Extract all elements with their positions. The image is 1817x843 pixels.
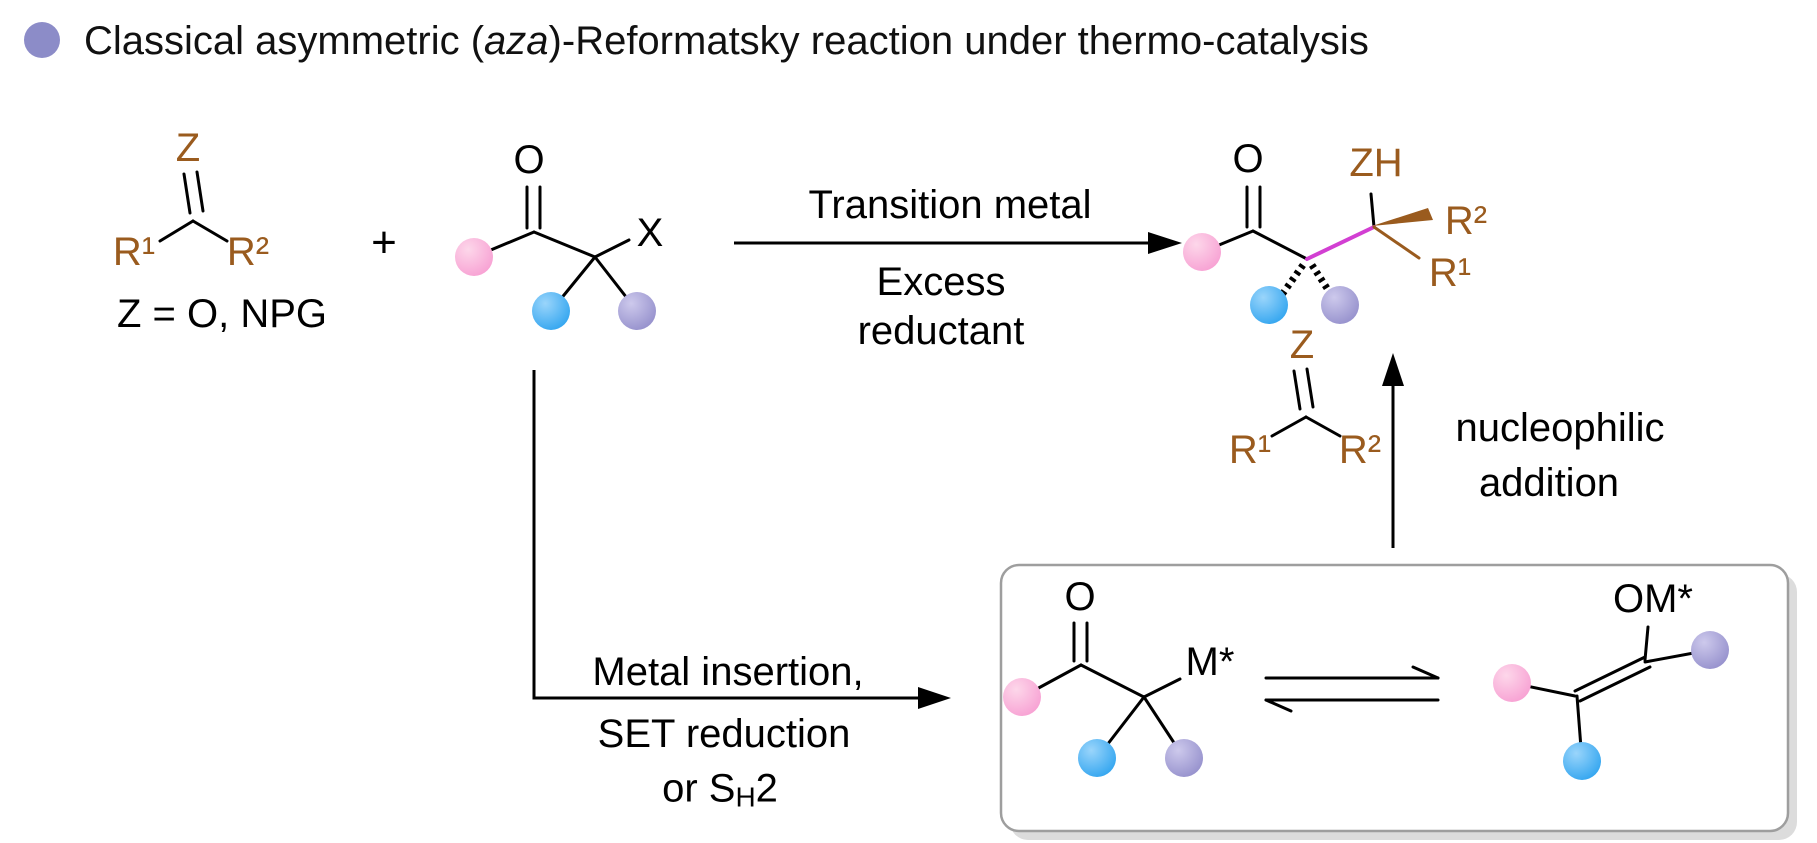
new-cc-bond-magenta xyxy=(1305,225,1376,261)
hashed-bond-to-blue xyxy=(1278,262,1306,299)
reactant-imine-bonds xyxy=(158,170,229,243)
up-arrow-text-1: nucleophilic xyxy=(1455,406,1665,450)
addend-r2-label: R² xyxy=(1338,428,1382,472)
pink-ball xyxy=(455,238,493,276)
addend-r1-label: R¹ xyxy=(1228,428,1272,472)
pink-ball xyxy=(1183,233,1221,271)
down-arrow xyxy=(532,370,951,709)
product-r2-label: R² xyxy=(1444,199,1488,243)
plus-sign: + xyxy=(371,218,397,267)
blue-ball xyxy=(1563,742,1601,780)
product-zh-label: ZH xyxy=(1349,141,1403,185)
hashed-bond-to-purple xyxy=(1309,263,1335,298)
title-italic: aza xyxy=(484,19,549,63)
imine-z-label: Z xyxy=(175,126,201,170)
sh2-post: 2 xyxy=(755,766,778,811)
pink-ball xyxy=(1493,664,1531,702)
down-arrow-text-2: SET reduction xyxy=(597,712,851,756)
blue-ball xyxy=(1078,739,1116,777)
title-suffix: )-Reformatsky reaction under thermo-cata… xyxy=(548,19,1369,63)
down-arrow-text-3: or SH2 xyxy=(662,768,778,811)
product-bonds xyxy=(1200,185,1376,261)
equilibrium-arrows xyxy=(1264,665,1440,713)
imine-r1-label: R¹ xyxy=(112,230,156,274)
sh2-subscript: H xyxy=(735,781,756,813)
z-definition: Z = O, NPG xyxy=(116,292,328,336)
purple-ball xyxy=(618,292,656,330)
wedge-bond-to-r2 xyxy=(1372,208,1433,226)
intermediate-metal-label: M* xyxy=(1185,640,1235,684)
purple-ball xyxy=(1165,739,1203,777)
product-carbonyl-o-label: O xyxy=(1232,137,1264,181)
bullet-icon xyxy=(24,22,60,58)
halide-x-label: X xyxy=(636,211,664,255)
arrow-condition-bottom-2: reductant xyxy=(857,309,1025,353)
sh2-pre: or S xyxy=(662,766,736,811)
main-arrowhead xyxy=(1148,232,1182,254)
main-arrow xyxy=(734,232,1182,254)
up-arrow-text-2: addition xyxy=(1478,461,1620,505)
figure-title: Classical asymmetric (aza)-Reformatsky r… xyxy=(84,19,1369,63)
imine-r2-label: R² xyxy=(226,230,270,274)
up-arrow xyxy=(1382,353,1404,548)
purple-ball xyxy=(1691,631,1729,669)
up-arrowhead xyxy=(1382,353,1404,386)
intermediate-o-label: O xyxy=(1064,575,1096,619)
halide-carbonyl-o-label: O xyxy=(513,138,545,182)
blue-ball xyxy=(532,292,570,330)
reactant-halide-bonds xyxy=(472,185,639,313)
product-r1-label: R¹ xyxy=(1428,251,1472,295)
title-prefix: Classical asymmetric ( xyxy=(84,19,485,63)
purple-ball xyxy=(1321,286,1359,324)
pink-ball xyxy=(1003,678,1041,716)
down-arrow-text-1: Metal insertion, xyxy=(592,650,864,694)
down-arrowhead xyxy=(918,687,951,709)
addend-z-label: Z xyxy=(1289,323,1315,367)
blue-ball xyxy=(1250,286,1288,324)
enolate-om-label: OM* xyxy=(1613,577,1693,621)
bond-to-r1 xyxy=(1372,225,1421,260)
arrow-condition-bottom-1: Excess xyxy=(876,260,1006,304)
imine-addend-bonds xyxy=(1270,367,1342,438)
arrow-condition-top: Transition metal xyxy=(808,183,1092,227)
